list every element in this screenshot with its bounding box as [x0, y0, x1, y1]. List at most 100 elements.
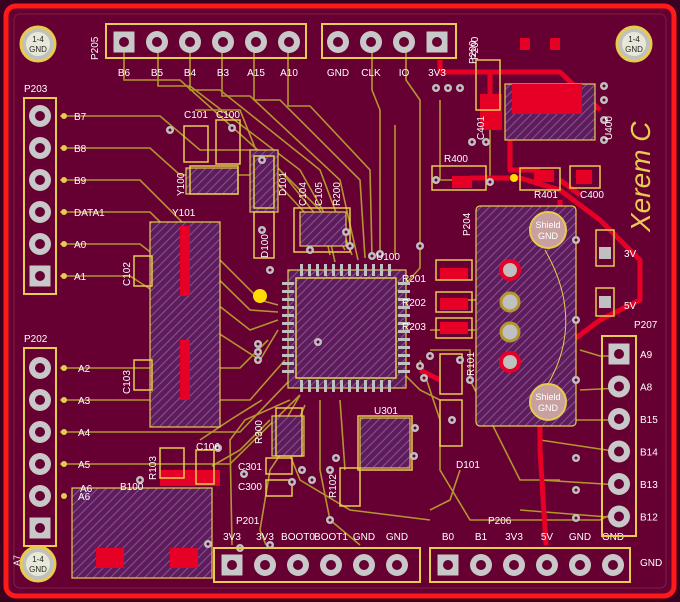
p202-dot — [61, 397, 67, 403]
p202-outline — [23, 347, 57, 547]
via-drill — [344, 230, 348, 234]
p202-pin-label: A5 — [78, 460, 91, 471]
designator-d101b: D101 — [456, 460, 480, 471]
via-drill — [230, 126, 234, 130]
via-drill — [468, 378, 472, 382]
mcu-pin — [380, 264, 383, 276]
p205-pin-drill — [185, 37, 195, 47]
p203-pin-drill — [35, 175, 45, 185]
p206-pin-drill — [443, 560, 453, 570]
p200-pin-label: CLK — [361, 68, 381, 79]
p201-pin-drill — [227, 560, 237, 570]
p207-pin-label: B13 — [640, 480, 658, 491]
designator-r401: R401 — [534, 190, 558, 201]
designator-c103: C103 — [122, 370, 133, 394]
mcu-pin — [340, 380, 343, 392]
fiducial-left — [253, 289, 267, 303]
p201-ref: P201 — [236, 516, 260, 527]
logo-text: Xerem C — [625, 121, 656, 233]
via-drill — [216, 446, 220, 450]
p203-outline — [23, 97, 57, 295]
mcu-pin — [348, 380, 351, 392]
p202-a6-label: A6 — [80, 484, 93, 495]
mcu-pin — [356, 264, 359, 276]
via-drill — [434, 86, 438, 90]
p206-outline — [429, 547, 631, 583]
designator-p200: P200 — [470, 36, 481, 60]
via-drill — [168, 128, 172, 132]
p203-pin-label: B8 — [74, 144, 87, 155]
via-drill — [574, 238, 578, 242]
p206-pin-drill — [476, 560, 486, 570]
p200-pin-label: IO — [399, 68, 410, 79]
mcu-pin — [282, 298, 294, 301]
mount-label-1: 1-4 — [628, 35, 640, 44]
via-drill — [458, 86, 462, 90]
mcu-pin — [282, 346, 294, 349]
p203-pin-label: B7 — [74, 112, 87, 123]
mcu-pin — [282, 322, 294, 325]
p205-pin-label: B3 — [217, 68, 230, 79]
p205-pin-drill — [218, 37, 228, 47]
p206-pin-drill — [575, 560, 585, 570]
p201-pin-label: BOOT1 — [314, 532, 348, 543]
designator-d101: D101 — [278, 172, 289, 196]
designator-c100: C100 — [216, 110, 240, 121]
p207-pin-drill — [614, 414, 624, 424]
via-drill — [256, 350, 260, 354]
via-drill — [428, 354, 432, 358]
p205-pin-drill — [119, 37, 129, 47]
via-drill — [574, 318, 578, 322]
p203-pin-label: A0 — [74, 240, 87, 251]
via-drill — [458, 358, 462, 362]
p207-pin-label: B12 — [640, 513, 658, 524]
p207-pin-label: A8 — [640, 383, 653, 394]
designator-c301: C301 — [238, 462, 262, 473]
via-drill — [574, 488, 578, 492]
p200-pin-drill — [366, 37, 376, 47]
p206-pin-drill — [509, 560, 519, 570]
p201-pin-drill — [392, 560, 402, 570]
p201-pin-label: GND — [353, 532, 375, 543]
designator-c401: C401 — [476, 116, 487, 140]
mount-label-1: 1-4 — [32, 555, 44, 564]
via-drill — [328, 518, 332, 522]
p205-pin-drill — [284, 37, 294, 47]
p205-pin-label: B6 — [118, 68, 131, 79]
p201-pin-label: GND — [386, 532, 408, 543]
via-drill — [242, 472, 246, 476]
p202-pin-drill — [35, 395, 45, 405]
pad-3v — [599, 247, 611, 259]
mcu-pin — [398, 330, 410, 333]
p202-pin-label: A2 — [78, 364, 91, 375]
via-drill — [470, 140, 474, 144]
p202-dot — [61, 461, 67, 467]
p202-pin-drill — [35, 491, 45, 501]
p205-pin-label: B4 — [184, 68, 197, 79]
mcu-pin — [332, 380, 335, 392]
p205-pin-label: A10 — [280, 68, 298, 79]
via-drill — [412, 454, 416, 458]
p205-pin-label: A15 — [247, 68, 265, 79]
p203-dot — [61, 209, 67, 215]
usb-shield-top-l1: Shield — [535, 220, 560, 230]
via-drill — [488, 180, 492, 184]
mcu-pin — [282, 306, 294, 309]
p201-pin-drill — [359, 560, 369, 570]
mount-label-2: GND — [29, 565, 47, 574]
designator-c104: C104 — [298, 182, 309, 206]
p205-pin-drill — [152, 37, 162, 47]
mcu-pin — [300, 264, 303, 276]
mcu-pin — [398, 290, 410, 293]
via-drill — [138, 478, 142, 482]
p203-pin-label: B9 — [74, 176, 87, 187]
p206-pin-label: GND — [602, 532, 624, 543]
designator-y101: Y101 — [172, 208, 196, 219]
designator-r200: R200 — [332, 182, 343, 206]
mcu-pin — [356, 380, 359, 392]
designator-c102: C102 — [122, 262, 133, 286]
mcu-pin — [372, 264, 375, 276]
p207-pin-label: B15 — [640, 415, 658, 426]
